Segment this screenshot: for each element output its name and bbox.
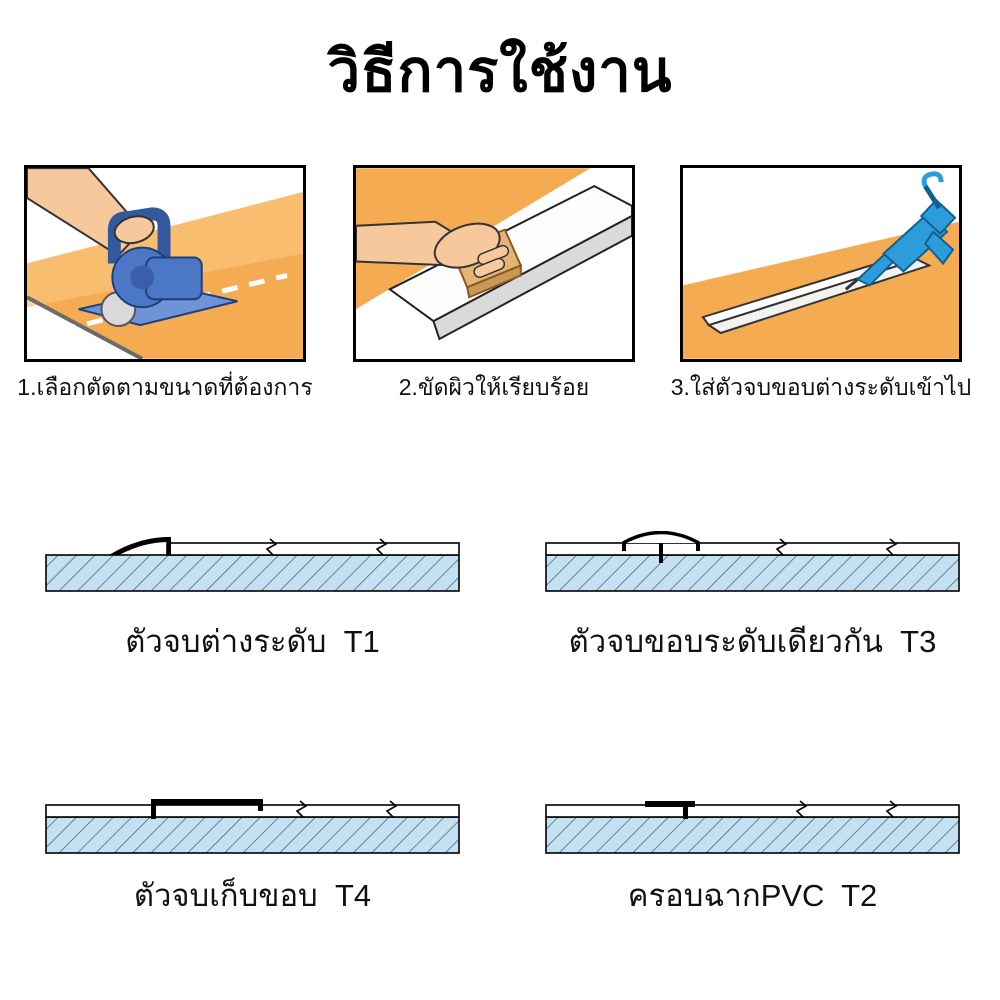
- cross-section-t1-icon: [45, 537, 460, 592]
- step-caption-3: 3.ใส่ตัวจบขอบต่างระดับเข้าไป: [670, 374, 972, 400]
- step-caption-2: 2.ขัดผิวให้เรียบร้อย: [398, 374, 590, 400]
- step-panel-apply-trim: [680, 165, 962, 362]
- caulking-gun-illustration-icon: [683, 168, 959, 359]
- sanding-illustration-icon: [356, 168, 632, 359]
- cross-section-t4-icon: [45, 799, 460, 854]
- profile-label-t1: ตัวจบต่างระดับ T1: [125, 624, 380, 659]
- profile-label-t3: ตัวจบขอบระดับเดียวกัน T3: [568, 624, 937, 659]
- step-panel-sanding: [353, 165, 635, 362]
- step-caption-1: 1.เลือกตัดตามขนาดที่ต้องการ: [17, 374, 313, 400]
- profile-diagram-t2: [545, 793, 960, 855]
- page-title: วิธีการใช้งาน: [327, 39, 673, 104]
- step-panel-cutting: [24, 165, 306, 362]
- cross-section-t3-icon: [545, 531, 960, 592]
- profile-diagram-t4: [45, 793, 460, 855]
- profile-label-t4: ตัวจบเก็บขอบ T4: [133, 878, 372, 913]
- cross-section-t2-icon: [545, 800, 960, 854]
- profile-diagram-t1: [45, 531, 460, 593]
- profile-label-t2: ครอบฉากPVC T2: [627, 878, 878, 913]
- profile-diagram-t3: [545, 531, 960, 593]
- circular-saw-illustration-icon: [27, 168, 303, 359]
